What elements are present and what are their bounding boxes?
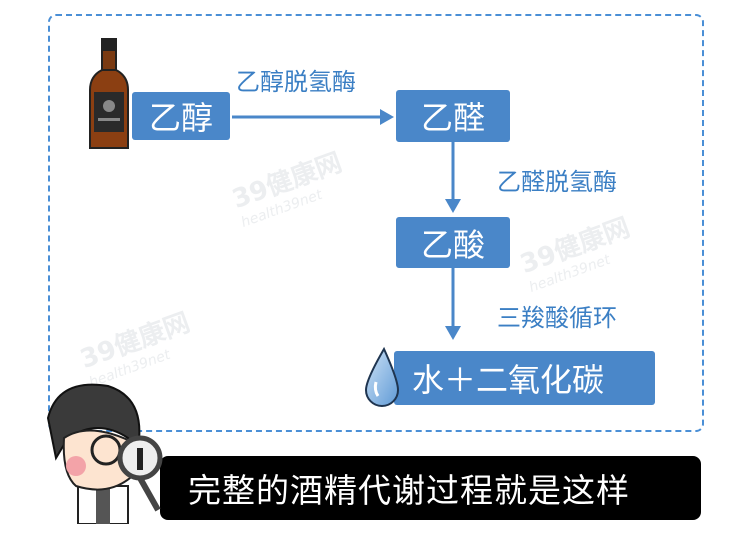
water-drop-icon [364,346,400,407]
node-products: 水＋二氧化碳 [394,351,655,405]
doctor-character-icon [46,383,163,524]
node-ethanol: 乙醇 [132,92,230,140]
liquor-bottle-icon [89,38,129,149]
node-acetic-acid: 乙酸 [396,217,510,268]
caption-text: 完整的酒精代谢过程就是这样 [188,471,630,510]
diagram-frame [48,14,704,432]
label-alcohol-dehydrogenase: 乙醇脱氢酶 [236,68,356,96]
label-aldehyde-dehydrogenase: 乙醛脱氢酶 [497,168,617,196]
caption-banner: 完整的酒精代谢过程就是这样 [160,456,701,520]
label-tca-cycle: 三羧酸循环 [497,304,617,332]
node-acetaldehyde: 乙醛 [396,90,510,142]
